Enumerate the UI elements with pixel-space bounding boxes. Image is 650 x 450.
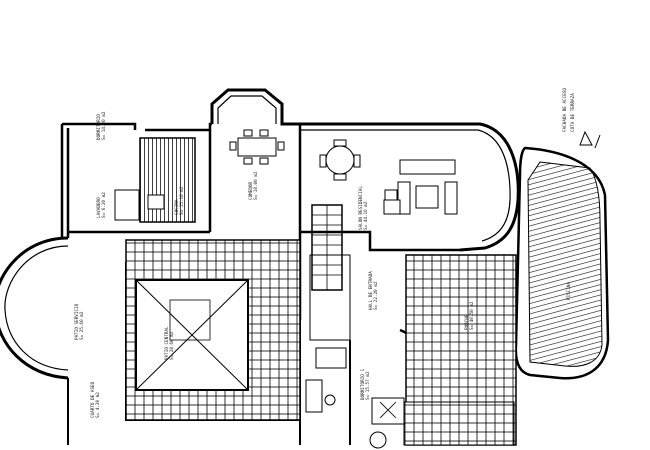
room-r5: SALON RESIDENCIALS= 44.10 m2: [358, 186, 369, 230]
room-r6: PATIO SERVICIOS= 25.60 m2: [74, 303, 85, 340]
room-r4: COMEDORS= 18.00 m2: [248, 171, 259, 200]
swimming-pool: [514, 146, 610, 380]
kitchen-floor: [114, 137, 196, 223]
room-r3: COCINAS= 15.10 m2: [174, 186, 185, 215]
west-bay: [0, 236, 69, 380]
room-r2: LAVADEROS= 6.20 m2: [96, 192, 107, 218]
bed: [371, 397, 405, 425]
tiled-floors: [125, 239, 517, 446]
note-2: COTA DE TERRAZA: [570, 93, 576, 132]
room-labels: DORMITORIOS= 14.30 m2 LAVADEROS= 6.20 m2…: [74, 88, 576, 418]
room-r7: PATIO CENTRALS= 28.60 m2: [164, 326, 175, 360]
staircase: [311, 204, 343, 291]
bathroom-fixtures: [305, 347, 347, 413]
room-r8: HALL DE ENTRADAS= 22.20 m2: [368, 271, 379, 310]
note-1: FACHADA DE ACCESO: [562, 88, 568, 132]
room-r1: DORMITORIOS= 14.30 m2: [96, 111, 107, 140]
round-table: [319, 139, 361, 181]
north-arrow-icon: [579, 130, 601, 149]
patio-table: [369, 431, 387, 449]
lounge-seating: [383, 159, 458, 215]
pool-label: PISCINA: [566, 281, 572, 300]
dining-table: [229, 129, 285, 165]
room-r11: CUARTO DE ASEOS= 4.20 m2: [90, 381, 101, 418]
room-r9: PORCHES= 40.50 m2: [464, 301, 475, 330]
room-r10: DORMITORIO 1S= 15.57 m2: [360, 369, 371, 400]
